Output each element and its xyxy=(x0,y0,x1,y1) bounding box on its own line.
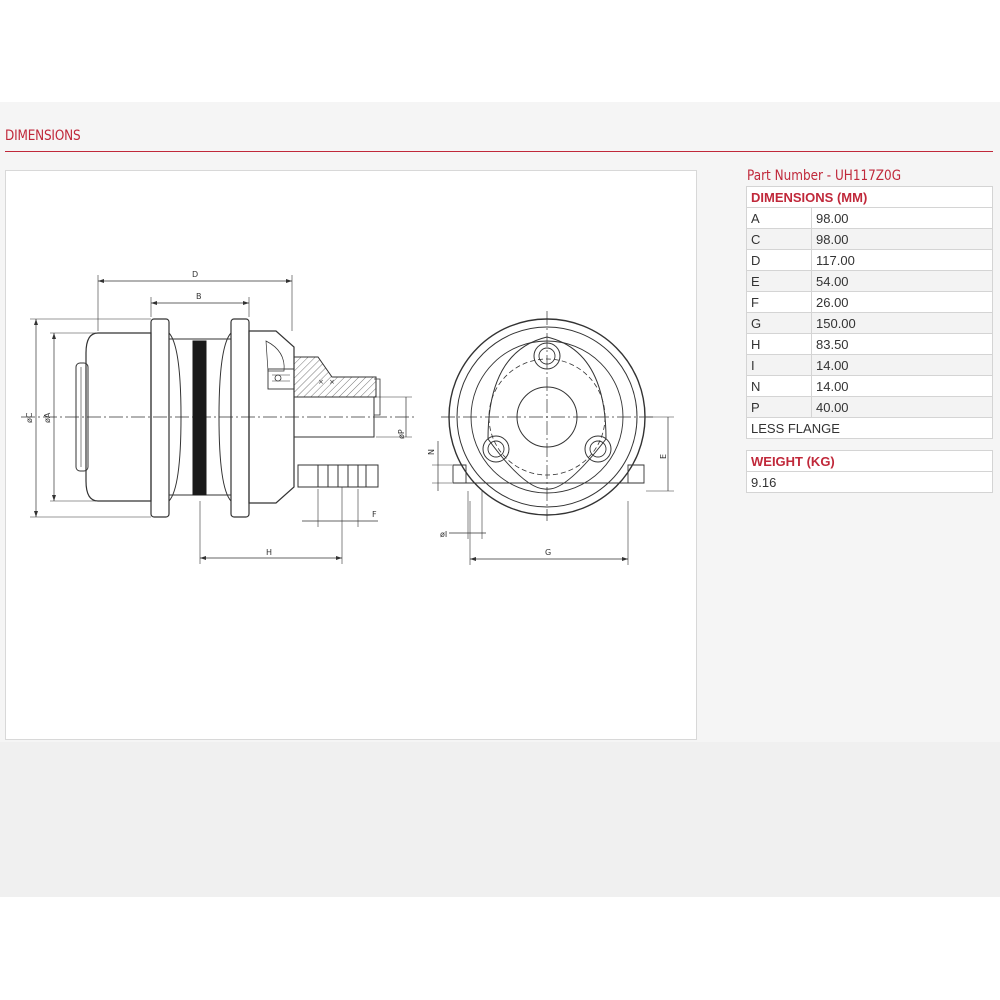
dim-value: 98.00 xyxy=(811,228,993,250)
label-c: øC xyxy=(25,412,34,423)
front-view xyxy=(432,311,674,565)
dim-value: 98.00 xyxy=(811,207,993,229)
dim-key: N xyxy=(746,375,812,397)
section-divider xyxy=(5,151,993,152)
dim-key: P xyxy=(746,396,812,418)
technical-drawing: × × xyxy=(5,170,697,740)
svg-text:×: × xyxy=(318,378,324,386)
section-title: DIMENSIONS xyxy=(5,128,81,144)
dim-key: E xyxy=(746,270,812,292)
dim-value: 14.00 xyxy=(811,354,993,376)
weight-value: 9.16 xyxy=(746,471,993,493)
label-h: H xyxy=(266,548,272,557)
dim-value: 83.50 xyxy=(811,333,993,355)
label-n: N xyxy=(427,449,436,455)
dim-key: D xyxy=(746,249,812,271)
dim-value: 117.00 xyxy=(811,249,993,271)
table-row: 9.16 xyxy=(746,471,993,493)
dim-value: 150.00 xyxy=(811,312,993,334)
dim-value: 54.00 xyxy=(811,270,993,292)
label-g: G xyxy=(545,548,551,557)
footer-band xyxy=(0,742,1000,897)
dim-key: G xyxy=(746,312,812,334)
weight-table: WEIGHT (KG) 9.16 xyxy=(746,450,993,493)
table-row: LESS FLANGE xyxy=(746,417,993,439)
dim-note: LESS FLANGE xyxy=(746,417,993,439)
dimensions-header: DIMENSIONS (MM) xyxy=(746,186,993,208)
weight-header: WEIGHT (KG) xyxy=(746,450,993,472)
dim-key: A xyxy=(746,207,812,229)
dim-key: I xyxy=(746,354,812,376)
dim-value: 26.00 xyxy=(811,291,993,313)
dim-key: H xyxy=(746,333,812,355)
label-d: D xyxy=(192,270,198,279)
label-f: F xyxy=(372,510,377,519)
part-number-title: Part Number - UH117Z0G xyxy=(747,168,902,184)
label-e: E xyxy=(659,454,668,459)
label-a: øA xyxy=(43,412,52,423)
dim-value: 14.00 xyxy=(811,375,993,397)
svg-text:×: × xyxy=(329,378,335,386)
label-b: B xyxy=(196,292,202,301)
label-i: øI xyxy=(440,530,447,539)
dim-key: C xyxy=(746,228,812,250)
label-p: øP xyxy=(397,429,406,439)
side-view: × × xyxy=(21,275,416,564)
dim-value: 40.00 xyxy=(811,396,993,418)
dim-key: F xyxy=(746,291,812,313)
drawing-svg: × × xyxy=(21,270,674,565)
